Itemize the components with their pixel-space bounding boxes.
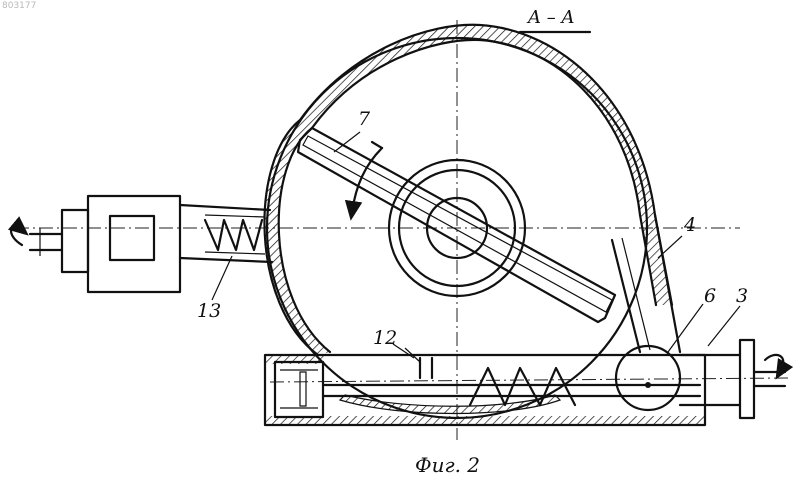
leader-3 bbox=[708, 306, 740, 346]
figure-caption: Фиг. 2 bbox=[415, 455, 480, 475]
trough-bottom-hatch bbox=[265, 416, 705, 425]
drive-motor bbox=[30, 196, 180, 292]
motor-rotation-arrow bbox=[11, 227, 22, 245]
output-shaft bbox=[680, 340, 785, 418]
bracket-12 bbox=[405, 348, 432, 378]
callout-3: 3 bbox=[736, 287, 748, 306]
feed-pipe bbox=[180, 205, 272, 262]
auger-trough bbox=[265, 355, 705, 425]
section-label: A – A bbox=[528, 9, 574, 27]
callout-4: 4 bbox=[684, 216, 696, 235]
callout-7: 7 bbox=[358, 110, 370, 129]
feed-spring bbox=[205, 220, 262, 250]
callout-12: 12 bbox=[373, 329, 397, 348]
screw-centerline bbox=[270, 378, 790, 382]
leader-13 bbox=[212, 256, 232, 300]
callout-13: 13 bbox=[197, 302, 221, 321]
shaft-rotation-arrow bbox=[765, 355, 783, 372]
document-number: 803177 bbox=[2, 2, 36, 11]
rotation-arrow-tail bbox=[372, 142, 382, 148]
callout-6: 6 bbox=[704, 287, 716, 306]
housing-wall-hatch-left bbox=[264, 25, 480, 355]
